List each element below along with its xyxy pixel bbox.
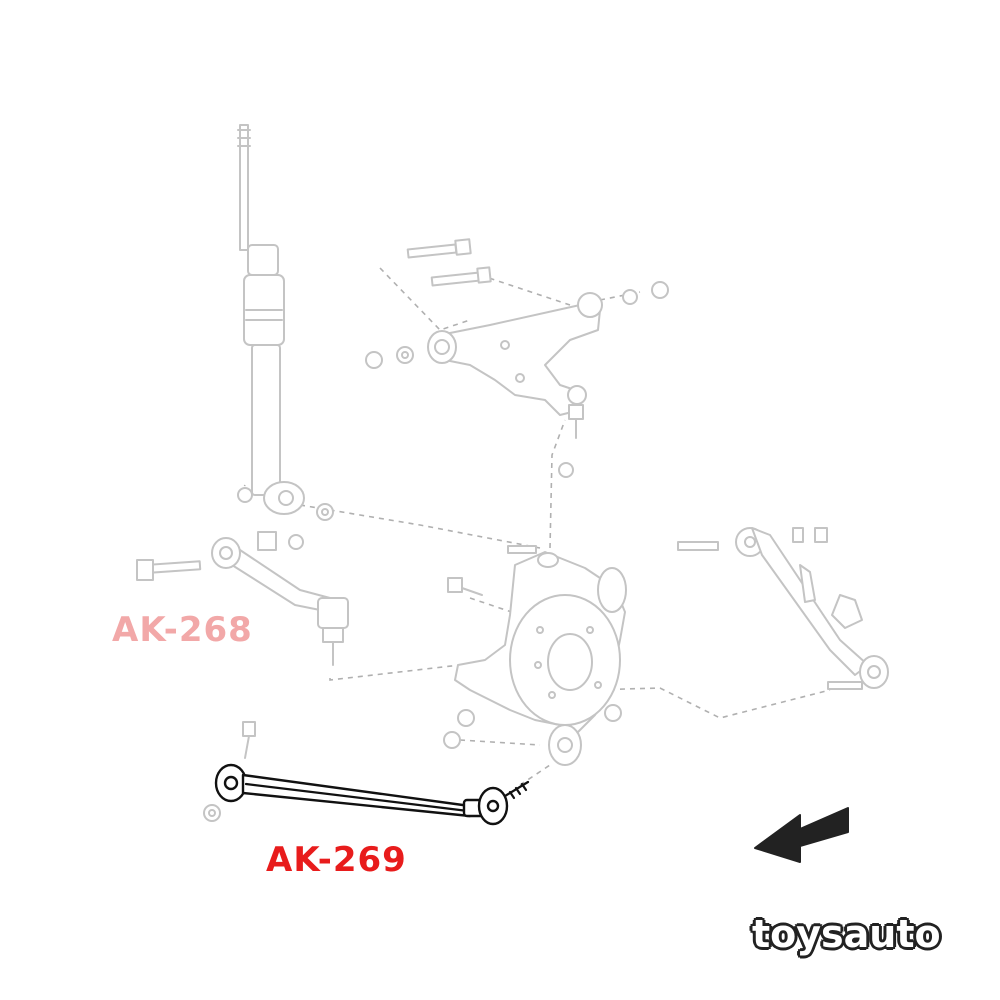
shock-hardware xyxy=(237,487,334,521)
upper-control-arm xyxy=(427,292,603,439)
part-269-link xyxy=(203,721,530,826)
part-label-ak-268: AK-268 xyxy=(112,610,253,650)
part-label-ak-269: AK-269 xyxy=(266,840,407,880)
shock-absorber xyxy=(237,124,305,515)
upper-arm-hardware xyxy=(365,238,669,478)
rear-lateral-link xyxy=(677,527,889,690)
part-268-link xyxy=(136,531,349,666)
steering-knuckle xyxy=(454,551,627,766)
front-direction-arrow-icon xyxy=(754,807,849,863)
brand-logo: toysauto xyxy=(752,912,941,956)
knuckle-hardware xyxy=(443,545,622,749)
